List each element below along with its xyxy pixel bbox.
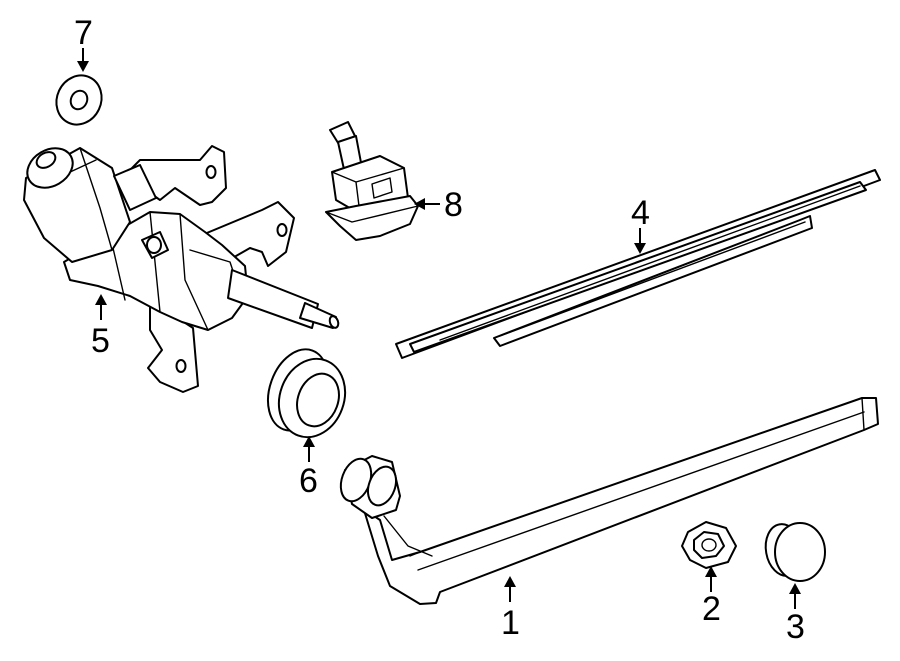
nut-part-2[interactable] <box>681 521 737 569</box>
wiper-arm-part-1[interactable] <box>335 397 879 605</box>
wiper-motor-part-5[interactable] <box>20 140 340 393</box>
wiper-blade-part-4[interactable] <box>395 169 881 359</box>
callout-8: 8 <box>444 186 463 224</box>
callout-5: 5 <box>91 322 110 360</box>
leader-lines <box>77 48 801 609</box>
cap-part-3[interactable] <box>762 521 826 582</box>
callout-7: 7 <box>74 14 93 52</box>
callout-1: 1 <box>501 604 520 642</box>
callout-6: 6 <box>299 462 318 500</box>
grommet-part-6[interactable] <box>257 341 355 447</box>
washer-part-7[interactable] <box>48 68 109 132</box>
callout-4: 4 <box>631 194 650 232</box>
callout-3: 3 <box>786 608 805 646</box>
washer-nozzle-part-8[interactable] <box>325 121 419 241</box>
callout-2: 2 <box>702 590 721 628</box>
